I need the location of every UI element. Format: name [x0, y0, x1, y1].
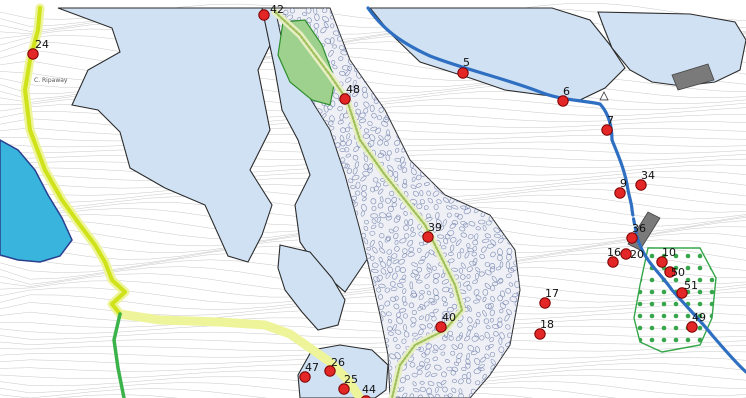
survey-point-label: 25 [344, 373, 358, 386]
survey-point-label: 26 [331, 356, 345, 369]
routes[interactable] [20, 3, 466, 398]
survey-point[interactable]: 39 [422, 221, 442, 243]
survey-point[interactable]: 17 [539, 287, 559, 309]
survey-point-marker[interactable] [601, 124, 613, 136]
survey-point-marker[interactable] [27, 48, 39, 60]
survey-point-label: 16 [607, 246, 621, 259]
survey-point-marker[interactable] [435, 321, 447, 333]
survey-point-marker[interactable] [557, 95, 569, 107]
survey-point-label: 50 [671, 266, 685, 279]
survey-point-label: 7 [607, 114, 614, 127]
survey-point-marker[interactable] [534, 328, 546, 340]
survey-point[interactable]: 49 [686, 311, 706, 333]
survey-point-marker[interactable] [457, 67, 469, 79]
survey-point-label: 17 [545, 287, 559, 300]
survey-point[interactable]: 9 [614, 177, 627, 199]
zone-west [57, 7, 276, 263]
survey-point-marker[interactable] [664, 266, 676, 278]
survey-point[interactable]: 16 [607, 246, 621, 268]
survey-point-marker[interactable] [620, 248, 632, 260]
survey-point-marker[interactable] [299, 371, 311, 383]
survey-point[interactable]: 5 [457, 56, 470, 79]
survey-point[interactable]: 44 [361, 383, 376, 398]
survey-point-label: 42 [270, 3, 284, 16]
survey-point-marker[interactable] [686, 321, 698, 333]
plantation-outline [633, 247, 717, 353]
survey-point-marker[interactable] [635, 179, 647, 191]
survey-point[interactable]: 26 [324, 356, 345, 377]
survey-point-label: 10 [662, 246, 676, 259]
survey-point-marker[interactable] [361, 395, 371, 398]
triangle-marker [599, 91, 609, 101]
river-lower [636, 238, 746, 374]
survey-point[interactable]: 48 [339, 83, 360, 105]
river-upper [366, 6, 634, 212]
survey-point-marker[interactable] [258, 9, 270, 21]
survey-point-marker[interactable] [422, 231, 434, 243]
survey-point-marker[interactable] [607, 256, 619, 268]
building-east[interactable] [671, 63, 715, 91]
survey-point[interactable]: 50 [664, 266, 685, 279]
survey-point[interactable]: 20 [620, 248, 644, 261]
zone-southwest [277, 244, 346, 331]
survey-point-label: 6 [563, 85, 570, 98]
yellow-route [23, 6, 127, 316]
survey-point[interactable]: 36 [626, 222, 646, 244]
survey-point-marker[interactable] [339, 93, 351, 105]
survey-point-label: 24 [35, 38, 49, 51]
survey-point[interactable]: 18 [534, 318, 554, 340]
survey-point[interactable]: 51 [676, 279, 698, 299]
survey-point[interactable]: 34 [635, 169, 655, 191]
survey-point[interactable]: 10 [656, 246, 676, 268]
survey-point-label: 5 [463, 56, 470, 69]
survey-point-marker[interactable] [656, 256, 668, 268]
survey-point-label: 39 [428, 221, 442, 234]
survey-point-label: 9 [620, 177, 627, 190]
survey-point[interactable]: 7 [601, 114, 614, 136]
survey-point-marker[interactable] [338, 383, 350, 395]
survey-point[interactable]: 25 [338, 373, 358, 395]
survey-point[interactable]: 47 [299, 361, 319, 383]
survey-point-marker[interactable] [324, 365, 336, 377]
place-label: C. Ripaway [34, 77, 68, 84]
survey-point-label: 36 [632, 222, 646, 235]
survey-point-label: 20 [630, 248, 644, 261]
survey-point-label: 44 [362, 383, 376, 396]
survey-point-label: 34 [641, 169, 655, 182]
lake [0, 139, 73, 263]
trail [273, 10, 464, 398]
survey-point-marker[interactable] [676, 287, 688, 299]
survey-point-label: 18 [540, 318, 554, 331]
survey-point[interactable]: 42 [258, 3, 284, 21]
green-route [112, 312, 126, 398]
survey-point-marker[interactable] [626, 232, 638, 244]
survey-point[interactable]: 6 [557, 85, 570, 107]
survey-point-label: 40 [442, 311, 456, 324]
survey-point[interactable]: 40 [435, 311, 456, 333]
survey-point-label: 51 [684, 279, 698, 292]
grove-area[interactable] [277, 19, 336, 106]
survey-point[interactable]: 24 [27, 38, 49, 60]
survey-point-label: 49 [692, 311, 706, 324]
survey-point-label: 48 [346, 83, 360, 96]
survey-point-label: 47 [305, 361, 319, 374]
survey-point-marker[interactable] [614, 187, 626, 199]
survey-point-marker[interactable] [539, 297, 551, 309]
